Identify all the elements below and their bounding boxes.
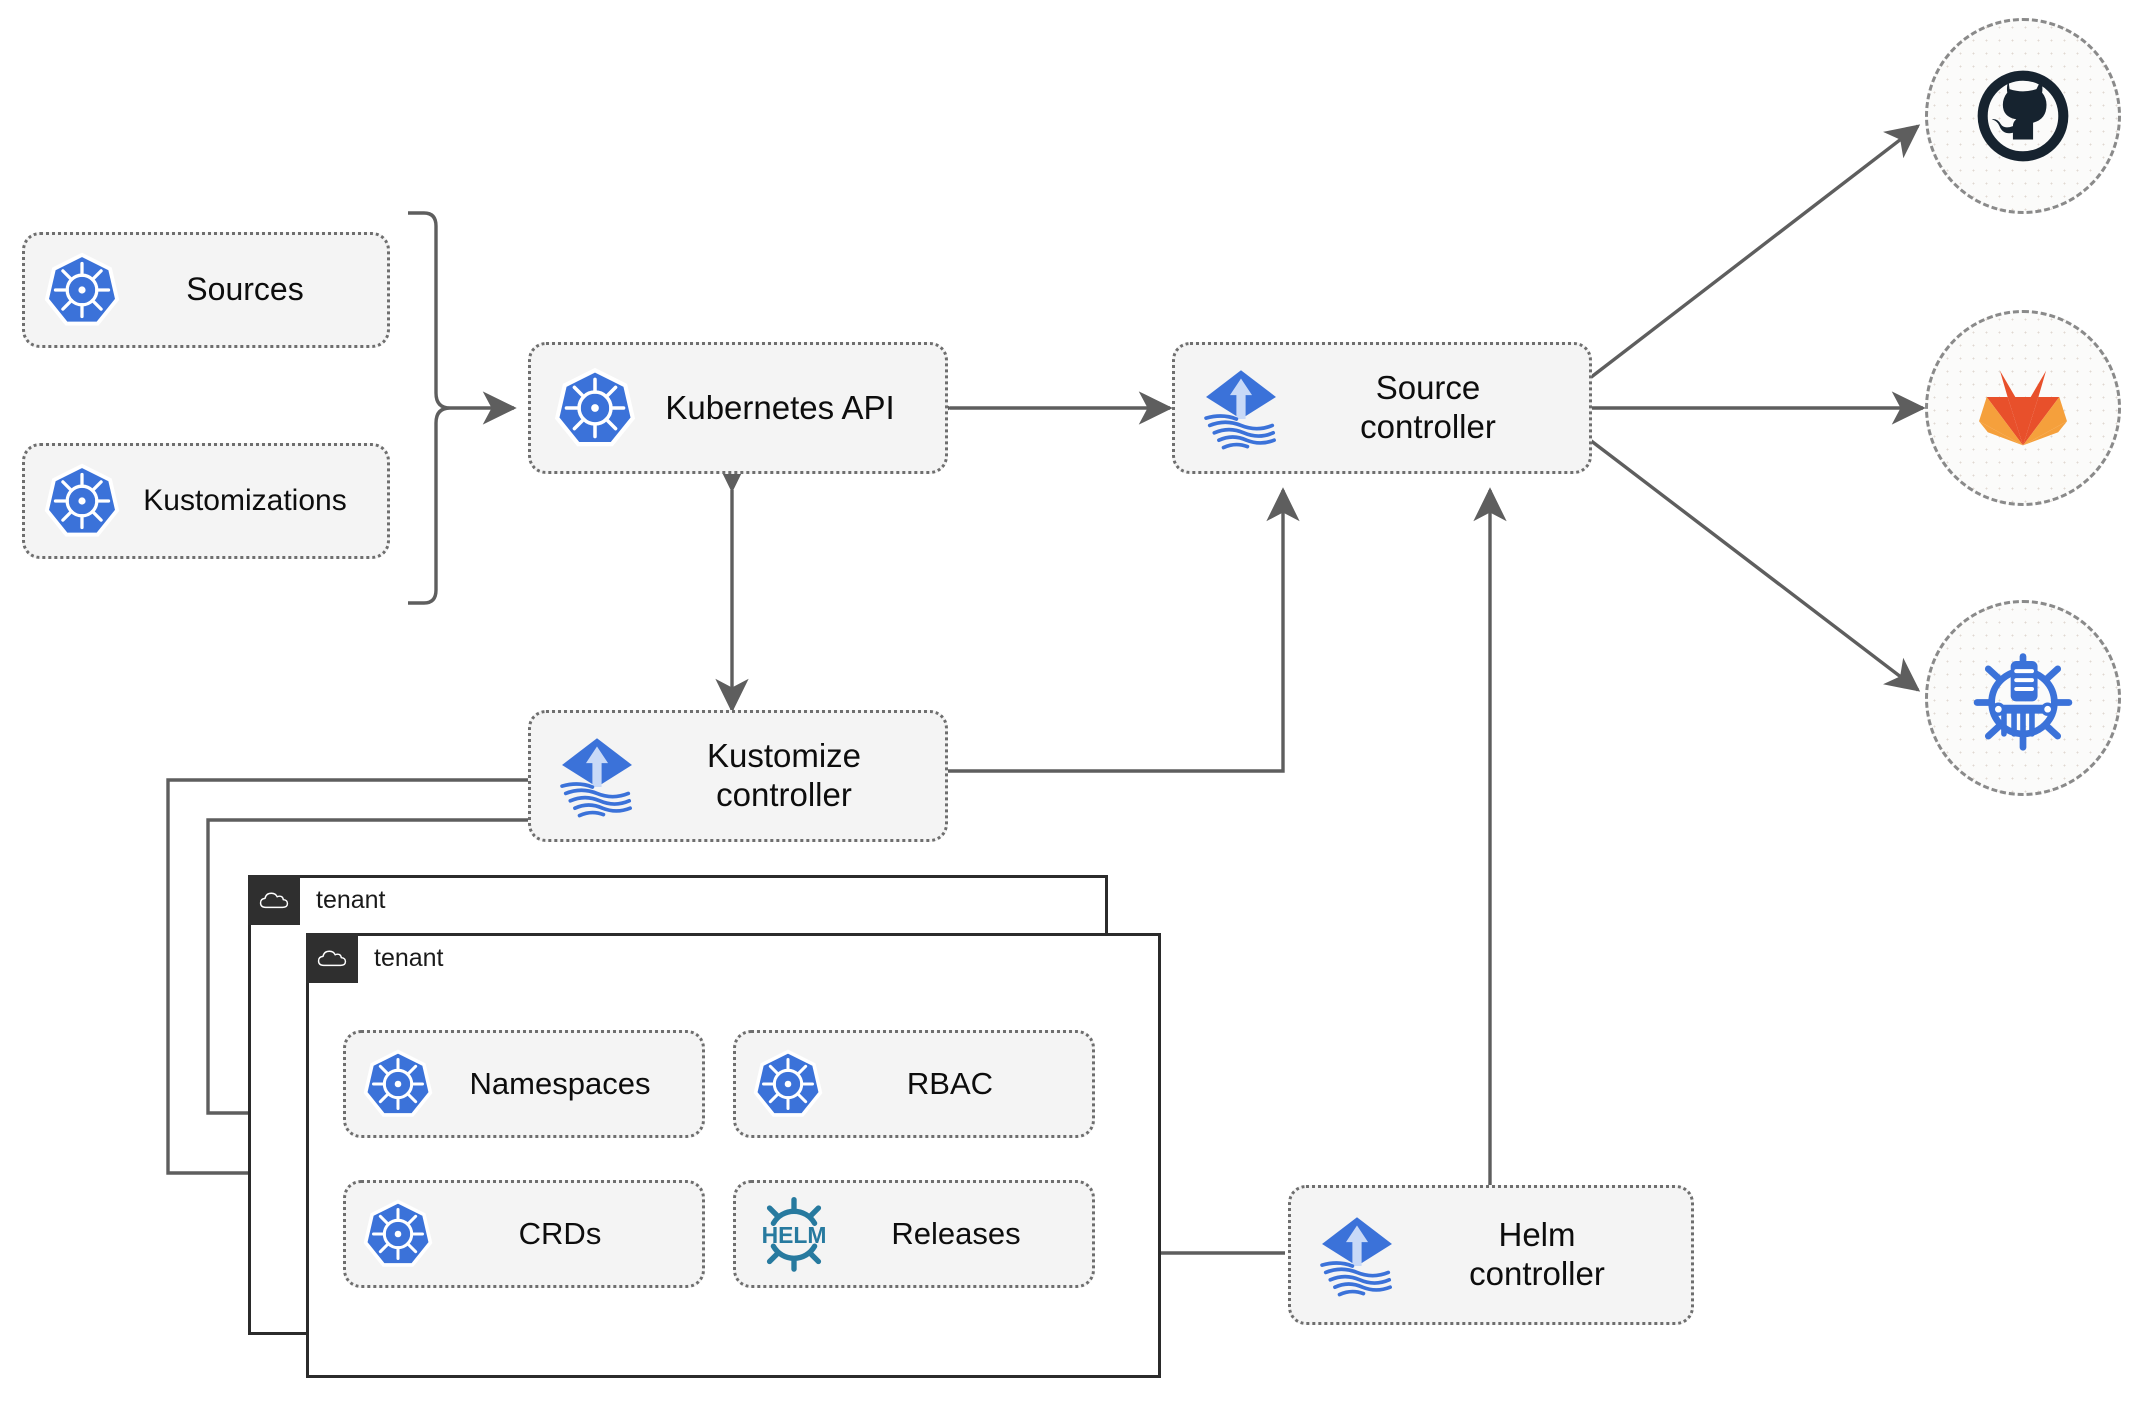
card-kubernetes-api-label: Kubernetes API xyxy=(665,388,895,426)
card-releases-label: Releases xyxy=(891,1215,1021,1251)
bucket-icon xyxy=(1973,653,2073,751)
card-namespaces[interactable]: Namespaces xyxy=(343,1030,705,1138)
card-releases[interactable]: HELM Releases xyxy=(733,1180,1095,1288)
card-rbac-label: RBAC xyxy=(906,1065,994,1101)
kubernetes-icon xyxy=(43,462,121,540)
gitlab-icon xyxy=(1979,370,2067,446)
card-kustomize-controller-label: Kustomize controller xyxy=(706,737,862,813)
card-rbac[interactable]: RBAC xyxy=(733,1030,1095,1138)
tenant-outer-tab[interactable]: tenant xyxy=(248,875,386,925)
card-source-controller[interactable]: Source controller xyxy=(1172,342,1592,474)
card-source-controller-label: Source controller xyxy=(1360,369,1496,445)
card-helm-controller-label: Helm controller xyxy=(1469,1216,1605,1292)
kubernetes-icon xyxy=(752,1048,824,1120)
card-kubernetes-api[interactable]: Kubernetes API xyxy=(528,342,948,474)
github-icon xyxy=(1977,70,2069,162)
card-kustomizations-label: Kustomizations xyxy=(143,484,347,518)
flux-icon xyxy=(1311,1209,1403,1301)
cloud-icon xyxy=(306,933,358,983)
service-github[interactable] xyxy=(1925,18,2121,214)
card-sources-label: Sources xyxy=(186,271,304,308)
helm-wordmark: HELM xyxy=(762,1222,827,1248)
service-bucket[interactable] xyxy=(1925,600,2121,796)
tenant-inner-tab[interactable]: tenant xyxy=(306,933,444,983)
flux-icon xyxy=(1195,362,1287,454)
card-crds[interactable]: CRDs xyxy=(343,1180,705,1288)
card-kustomizations[interactable]: Kustomizations xyxy=(22,443,390,559)
service-gitlab[interactable] xyxy=(1925,310,2121,506)
card-crds-label: CRDs xyxy=(518,1215,602,1251)
tenant-container-inner[interactable]: tenant xyxy=(306,933,1161,1378)
cloud-icon xyxy=(248,875,300,925)
flux-icon xyxy=(551,730,643,822)
card-sources[interactable]: Sources xyxy=(22,232,390,348)
helm-icon: HELM xyxy=(752,1192,836,1276)
card-helm-controller[interactable]: Helm controller xyxy=(1288,1185,1694,1325)
card-kustomize-controller[interactable]: Kustomize controller xyxy=(528,710,948,842)
kubernetes-icon xyxy=(43,251,121,329)
tenant-inner-label: tenant xyxy=(374,943,444,972)
card-namespaces-label: Namespaces xyxy=(469,1065,651,1101)
kubernetes-icon xyxy=(362,1048,434,1120)
kubernetes-icon xyxy=(362,1198,434,1270)
tenant-outer-label: tenant xyxy=(316,885,386,914)
kubernetes-icon xyxy=(553,366,637,450)
